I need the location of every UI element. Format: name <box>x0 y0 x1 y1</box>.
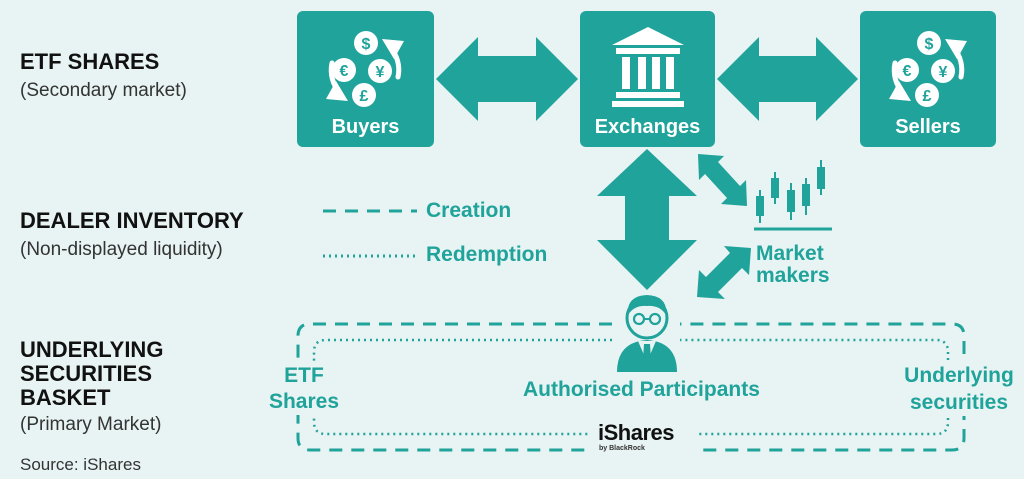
source-note: Source: iShares <box>20 455 141 474</box>
ishares-logo-name: iShares <box>598 420 675 445</box>
pound-symbol: £ <box>360 88 369 105</box>
underlying-securities-line-1: Underlying <box>904 364 1014 387</box>
sellers-box: $ € ¥ £ Sellers <box>860 11 996 147</box>
euro-symbol: € <box>903 63 912 80</box>
underlying-securities-flow-label: Underlying securities <box>900 362 1018 416</box>
underlying-heading-line-2: SECURITIES <box>20 361 153 386</box>
euro-symbol: € <box>340 63 349 80</box>
underlying-heading-line-1: UNDERLYING <box>20 337 164 362</box>
yen-symbol: ¥ <box>376 64 385 81</box>
yen-symbol: ¥ <box>939 64 948 81</box>
exchanges-participants-arrow <box>597 149 697 290</box>
sellers-label: Sellers <box>895 116 961 138</box>
buyers-exchanges-arrow <box>436 37 578 121</box>
creation-legend-label: Creation <box>426 199 512 222</box>
market-makers-line-2: makers <box>756 264 830 287</box>
exchanges-label: Exchanges <box>594 116 701 138</box>
underlying-subheading: (Primary Market) <box>20 414 162 435</box>
buyers-box: $ € ¥ £ Buyers <box>297 11 434 147</box>
exchanges-sellers-arrow <box>717 37 858 121</box>
ishares-logo-tagline: by BlackRock <box>599 445 645 452</box>
etf-shares-subheading: (Secondary market) <box>20 80 187 101</box>
exchanges-marketmakers-arrow <box>698 154 747 206</box>
etf-shares-flow-line-2: Shares <box>268 390 340 413</box>
bank-building-icon <box>612 27 684 107</box>
buyers-label: Buyers <box>331 116 400 138</box>
authorised-participants-label: Authorised Participants <box>520 378 763 402</box>
creation-flow-loop <box>296 322 966 452</box>
currency-exchange-icon: $ € ¥ £ <box>889 31 967 107</box>
dealer-inventory-heading: DEALER INVENTORY <box>20 208 244 233</box>
underlying-securities-line-2: securities <box>909 391 1009 414</box>
dollar-symbol: $ <box>925 36 934 53</box>
exchanges-box: Exchanges <box>580 11 715 147</box>
dealer-inventory-subheading: (Non-displayed liquidity) <box>20 239 223 260</box>
dollar-symbol: $ <box>362 36 371 53</box>
marketmakers-participants-arrow <box>697 246 751 299</box>
underlying-heading-line-3: BASKET <box>20 385 111 410</box>
etf-shares-heading: ETF SHARES <box>20 49 160 74</box>
candlestick-chart-icon <box>754 160 832 231</box>
pound-symbol: £ <box>923 88 932 105</box>
ishares-logo: iShares by BlackRock <box>590 420 698 456</box>
redemption-legend-label: Redemption <box>426 243 548 266</box>
market-makers-line-1: Market <box>756 242 824 265</box>
market-makers-label: Market makers <box>756 243 830 287</box>
etf-shares-flow-label: ETF Shares <box>268 363 340 415</box>
underlying-heading: UNDERLYING SECURITIES BASKET <box>20 338 163 410</box>
currency-exchange-icon: $ € ¥ £ <box>326 31 404 107</box>
businessman-icon <box>617 295 677 372</box>
etf-shares-flow-line-1: ETF <box>284 364 324 387</box>
